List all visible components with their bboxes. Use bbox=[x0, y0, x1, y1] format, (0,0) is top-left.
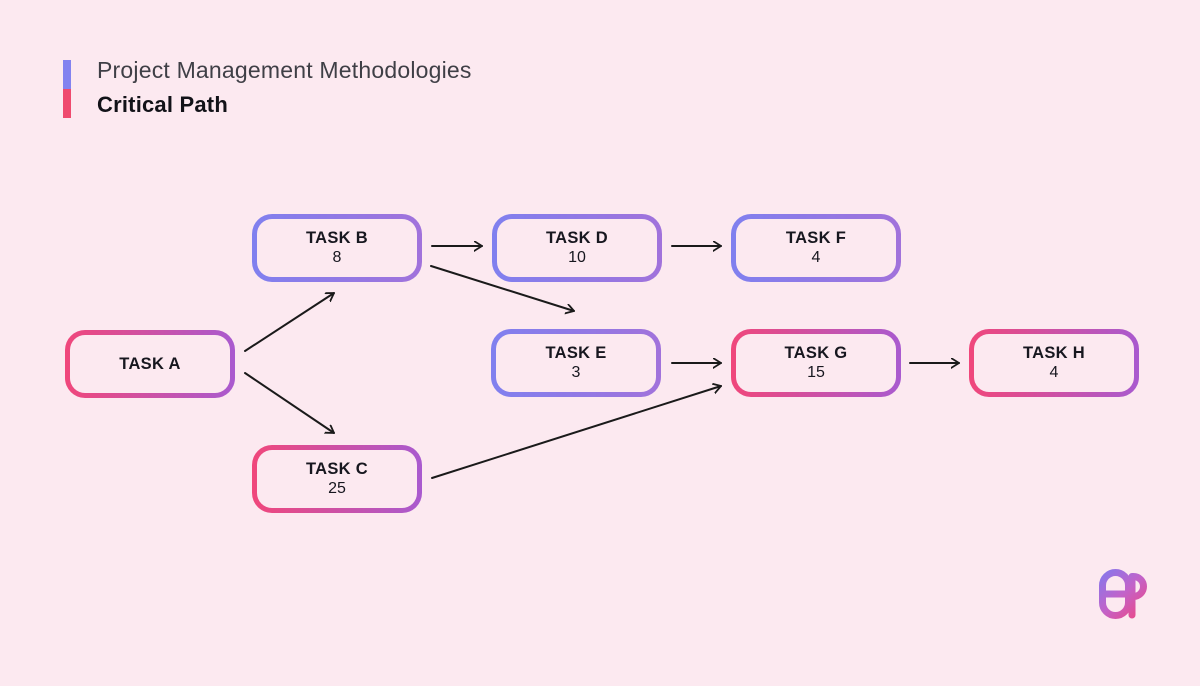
task-duration: 8 bbox=[332, 249, 342, 266]
task-duration: 10 bbox=[568, 249, 586, 266]
header: Project Management Methodologies Critica… bbox=[63, 56, 697, 118]
task-label: TASK A bbox=[119, 354, 181, 373]
task-duration: 15 bbox=[807, 364, 825, 381]
task-duration: 3 bbox=[571, 364, 581, 381]
accent-bar-top bbox=[63, 60, 71, 89]
task-node-b: TASK B 8 bbox=[252, 214, 422, 282]
task-node-e: TASK E 3 bbox=[491, 329, 661, 397]
accent-bar bbox=[63, 60, 71, 118]
edge-c-g bbox=[431, 386, 722, 479]
task-label: TASK H bbox=[1023, 344, 1085, 362]
task-label: TASK G bbox=[784, 344, 848, 362]
task-label: TASK B bbox=[306, 229, 368, 247]
edge-a-b bbox=[244, 292, 335, 352]
task-node-d: TASK D 10 bbox=[492, 214, 662, 282]
task-duration: 4 bbox=[1049, 364, 1059, 381]
accent-bar-bottom bbox=[63, 89, 71, 118]
task-node-g: TASK G 15 bbox=[731, 329, 901, 397]
p-pill-brand-logo-icon bbox=[1099, 569, 1147, 619]
task-node-f: TASK F 4 bbox=[731, 214, 901, 282]
task-node-h: TASK H 4 bbox=[969, 329, 1139, 397]
task-duration: 4 bbox=[811, 249, 821, 266]
task-label: TASK D bbox=[546, 229, 608, 247]
page-title: Project Management Methodologies bbox=[97, 57, 472, 83]
task-node-a: TASK A bbox=[65, 330, 235, 398]
edge-a-c bbox=[244, 372, 335, 434]
task-label: TASK F bbox=[785, 229, 847, 247]
task-node-c: TASK C 25 bbox=[252, 445, 422, 513]
task-label: TASK C bbox=[306, 460, 368, 478]
task-duration: 25 bbox=[328, 480, 346, 497]
task-label: TASK E bbox=[545, 344, 607, 362]
page-subtitle: Critical Path bbox=[97, 91, 228, 117]
